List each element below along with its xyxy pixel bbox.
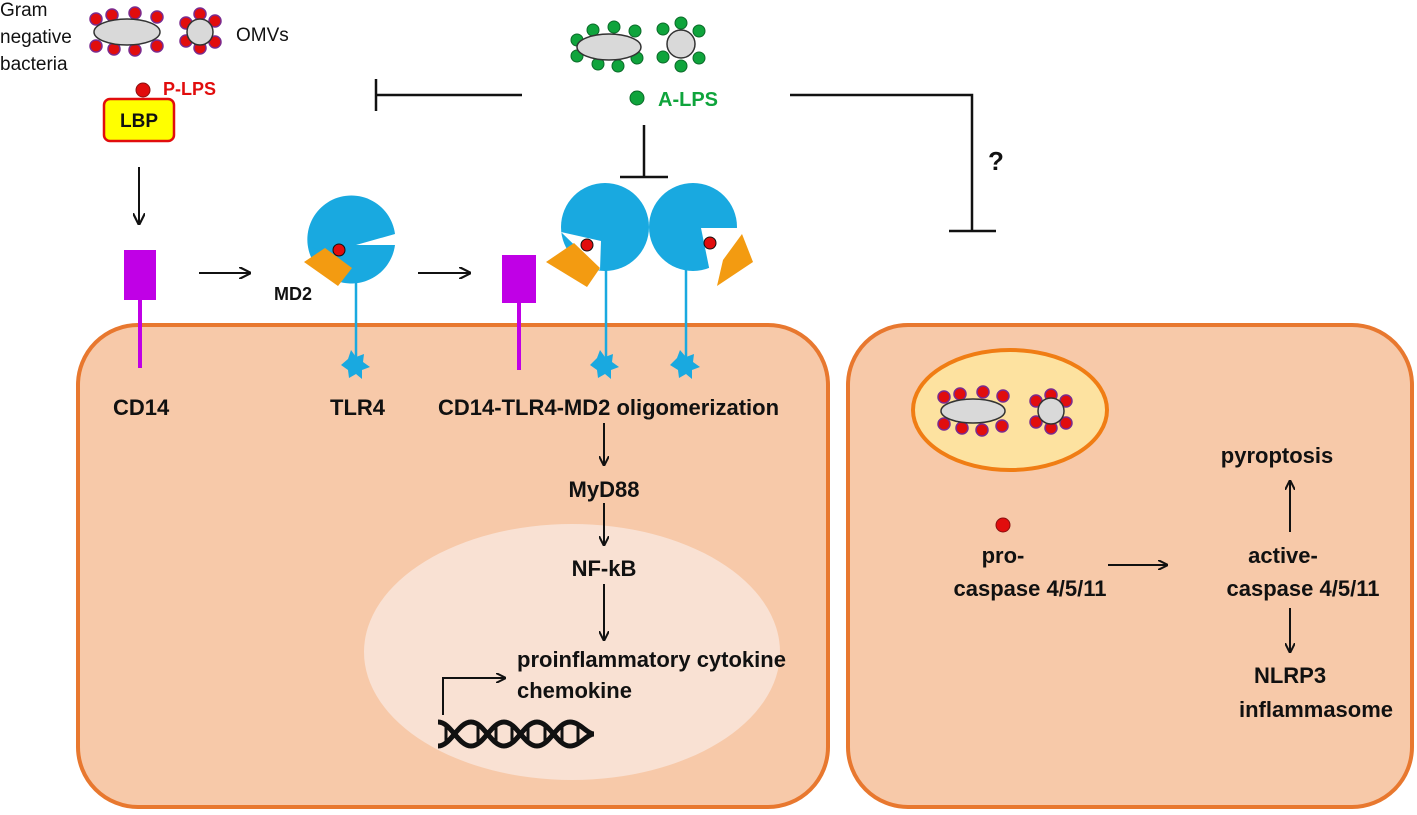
lbp-box [102, 97, 176, 143]
active-caspase-label-line1: active- [1248, 543, 1318, 568]
inhibition-to-oligomerization [620, 125, 668, 179]
gram-negative-bacteria-label: Gram negative bacteria [0, 0, 72, 75]
a-lps-omv-icon [656, 16, 706, 73]
cytosolic-lps-dot-icon [995, 517, 1011, 533]
active-caspase-label-line2: caspase 4/5/11 [1227, 576, 1380, 601]
a-lps-bacterium-icon [570, 20, 644, 73]
myd88-label: MyD88 [569, 477, 640, 502]
md2-complex-left-icon [546, 243, 600, 287]
cd14-complex-receptor-icon [502, 255, 536, 370]
pro-caspase-label-line1: pro- [982, 543, 1025, 568]
svg-text:bacteria: bacteria [0, 54, 68, 75]
tlr4-label: TLR4 [330, 395, 386, 420]
bacterium-icon [89, 6, 164, 57]
inhibition-to-cd14-lbp [374, 79, 522, 111]
vacuole [911, 348, 1109, 472]
cd14-label: CD14 [113, 395, 170, 420]
svg-text:Gram: Gram [0, 0, 48, 21]
p-lps-dot-icon [135, 82, 151, 98]
lps-bound-dot-icon [332, 243, 346, 257]
transcription-arrow [442, 678, 505, 715]
pyroptosis-label: pyroptosis [1221, 443, 1333, 468]
question-mark: ? [988, 146, 1004, 176]
vacuole-bacterium-icon [937, 385, 1010, 437]
inhibition-to-caspase [790, 93, 996, 233]
cd14-receptor-icon [124, 250, 156, 368]
nlrp3-label-line2: inflammasome [1239, 697, 1393, 722]
dna-helix-icon [437, 719, 595, 749]
chemokine-label: chemokine [517, 678, 632, 703]
vacuole-omv-icon [1029, 388, 1073, 435]
md2-complex-right-icon [717, 234, 753, 286]
nlrp3-label-line1: NLRP3 [1254, 663, 1326, 688]
a-lps-label: A-LPS [658, 89, 718, 111]
lps-complex-dot-left-icon [580, 238, 594, 252]
pro-caspase-label-line2: caspase 4/5/11 [954, 576, 1107, 601]
md2-icon [304, 248, 352, 286]
lbp-label: LBP [120, 111, 158, 132]
omv-icon [179, 7, 222, 55]
a-lps-dot-icon [629, 90, 645, 106]
nucleus [364, 524, 780, 780]
cytokine-label: proinflammatory cytokine [517, 647, 786, 672]
complex-label: CD14-TLR4-MD2 oligomerization [438, 395, 779, 420]
lps-complex-dot-right-icon [703, 236, 717, 250]
nfkb-label: NF-kB [572, 556, 637, 581]
svg-text:negative: negative [0, 27, 72, 48]
md2-label: MD2 [274, 284, 312, 304]
p-lps-label: P-LPS [163, 79, 216, 99]
omvs-label: OMVs [236, 25, 289, 46]
